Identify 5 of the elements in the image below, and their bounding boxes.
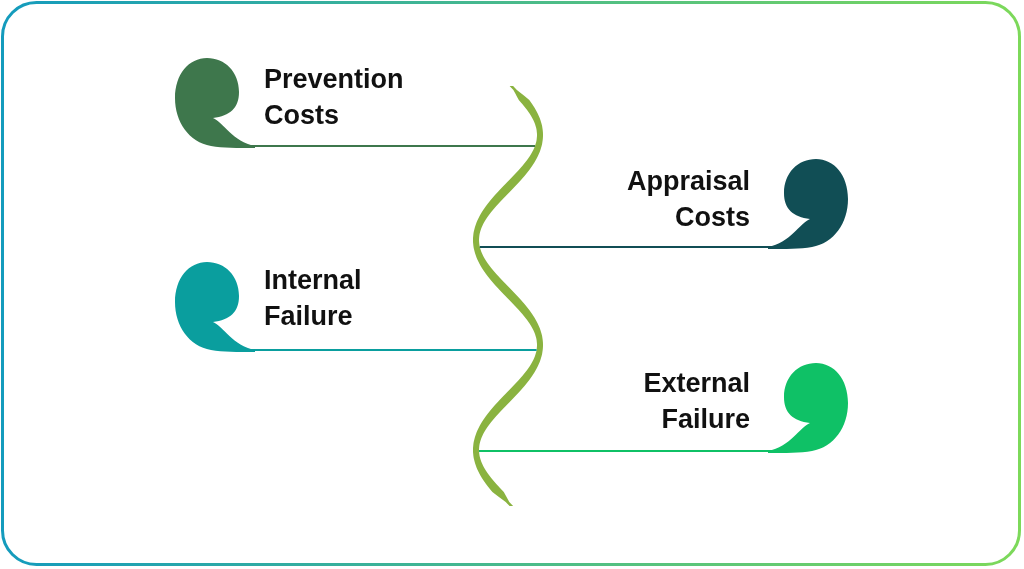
label: Internal Failure: [264, 264, 362, 333]
ribbon: [473, 86, 543, 506]
label: Prevention Costs: [264, 63, 404, 132]
label: Appraisal Costs: [626, 165, 750, 234]
label: External Failure: [643, 367, 750, 436]
